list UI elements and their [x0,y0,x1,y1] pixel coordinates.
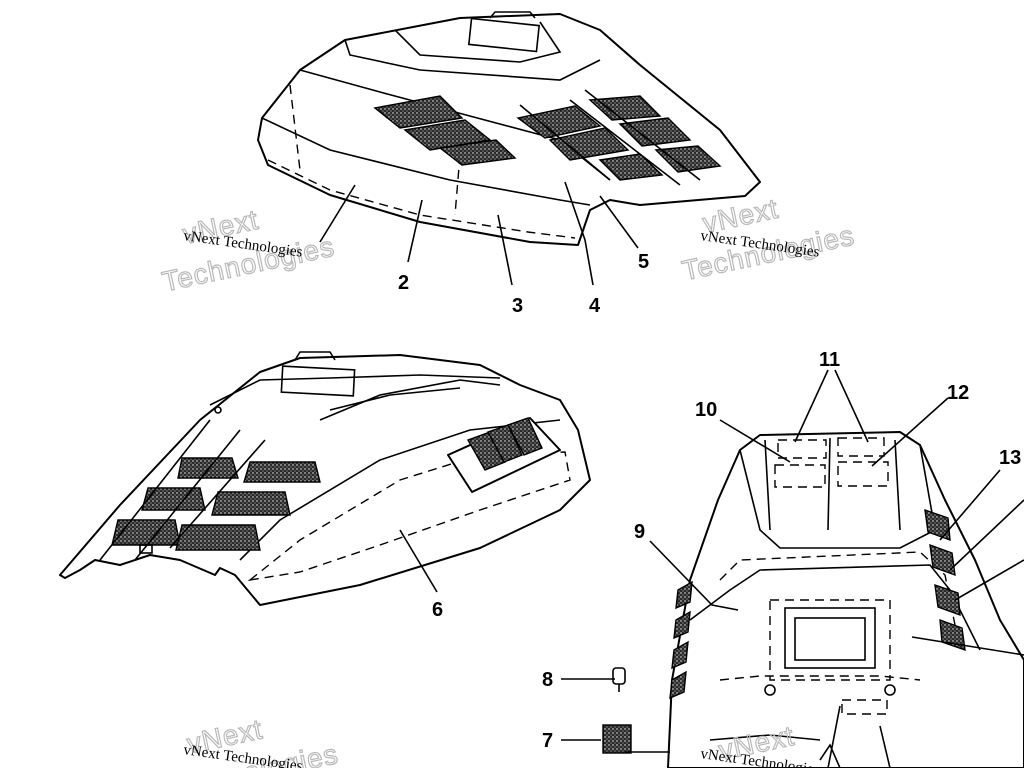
callout-3: 3 [512,295,523,317]
leader-lines [319,181,1024,768]
hood-top-view [257,11,761,246]
callout-2: 2 [398,272,409,294]
callout-10: 10 [695,399,717,421]
hood-rear-view [602,431,1024,768]
callout-7: 7 [542,730,553,752]
callout-9: 9 [634,521,645,543]
callout-12: 12 [947,382,969,404]
callout-6: 6 [432,599,443,621]
callout-labels: 2 3 4 5 6 7 8 9 10 11 12 13 [398,251,1021,752]
watermarks: vNext Technologies vNext Technologies vN… [159,192,858,768]
callout-8: 8 [542,669,553,691]
callout-11: 11 [819,349,840,371]
callout-13: 13 [999,447,1021,469]
callout-5: 5 [638,251,649,273]
hood-front-view [59,351,591,606]
callout-4: 4 [589,295,601,317]
